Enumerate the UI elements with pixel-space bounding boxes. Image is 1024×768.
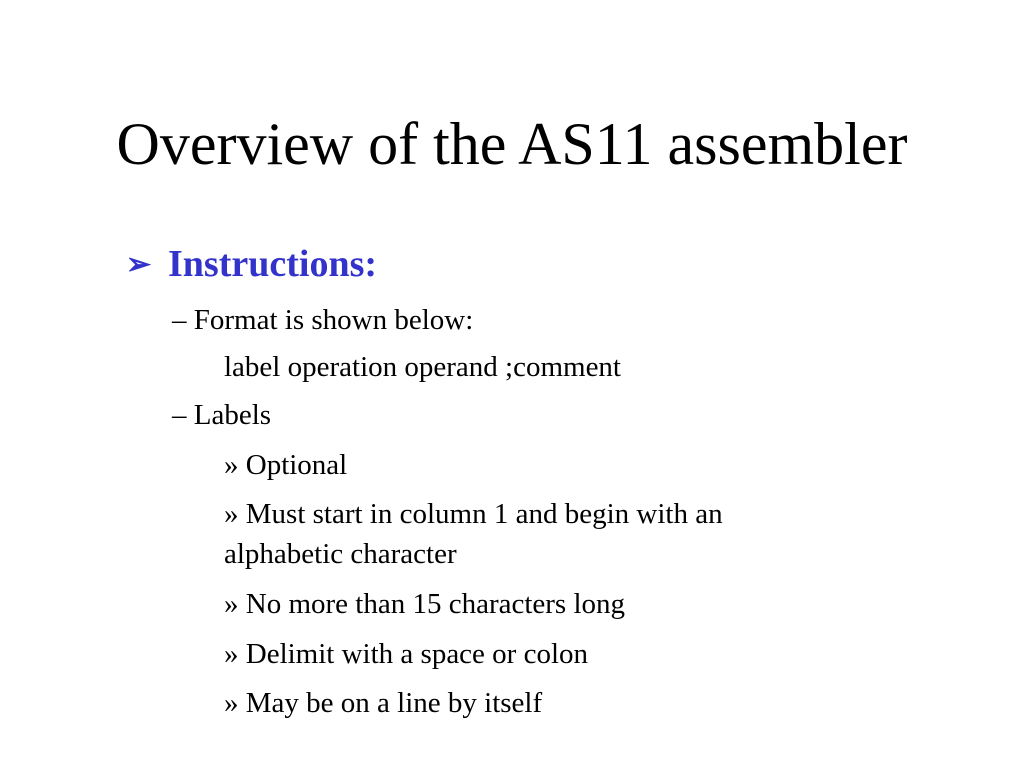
slide-title: Overview of the AS11 assembler xyxy=(116,111,908,177)
label-point: » Must start in column 1 and begin with … xyxy=(224,494,824,574)
format-item: – Format is shown below: xyxy=(172,302,473,338)
label-point-text: Optional xyxy=(245,449,348,481)
label-point-text: Delimit with a space or colon xyxy=(245,638,589,670)
chevron-bullet: » xyxy=(224,588,239,620)
label-point-text: No more than 15 characters long xyxy=(245,588,626,620)
label-point: » No more than 15 characters long xyxy=(224,584,625,624)
chevron-bullet: » xyxy=(224,498,239,530)
label-point: » May be on a line by itself xyxy=(224,683,542,723)
heading-text: Instructions: xyxy=(168,243,378,285)
labels-item: – Labels xyxy=(172,397,271,433)
arrow-bullet-icon: ➢ xyxy=(126,248,152,281)
label-point-text: May be on a line by itself xyxy=(245,687,543,719)
label-point: » Delimit with a space or colon xyxy=(224,634,588,674)
heading-item: ➢ Instructions: xyxy=(126,241,377,288)
chevron-bullet: » xyxy=(224,638,239,670)
label-point: » Optional xyxy=(224,445,347,485)
format-text: Format is shown below: xyxy=(193,304,474,336)
chevron-bullet: » xyxy=(224,687,239,719)
chevron-bullet: » xyxy=(224,449,239,481)
labels-text: Labels xyxy=(193,399,272,431)
format-example: label operation operand ;comment xyxy=(224,351,621,383)
dash-bullet: – xyxy=(172,304,187,336)
dash-bullet: – xyxy=(172,399,187,431)
label-point-text: Must start in column 1 and begin with an… xyxy=(224,498,723,570)
